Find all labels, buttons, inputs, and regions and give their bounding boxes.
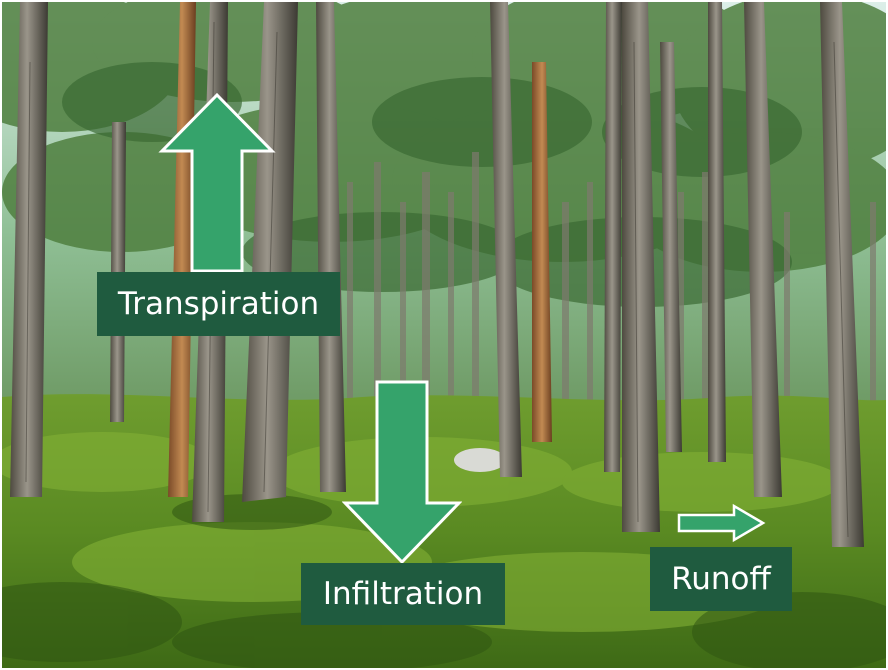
arrow-up-icon <box>158 92 276 273</box>
arrow-down-icon <box>342 380 462 565</box>
transpiration-label: Transpiration <box>97 272 340 336</box>
infiltration-label-text: Infiltration <box>322 576 484 612</box>
runoff-label-text: Runoff <box>671 561 771 597</box>
transpiration-label-text: Transpiration <box>117 286 320 322</box>
infiltration-label: Infiltration <box>301 563 505 625</box>
arrow-right-icon <box>677 503 766 543</box>
runoff-label: Runoff <box>650 547 792 611</box>
